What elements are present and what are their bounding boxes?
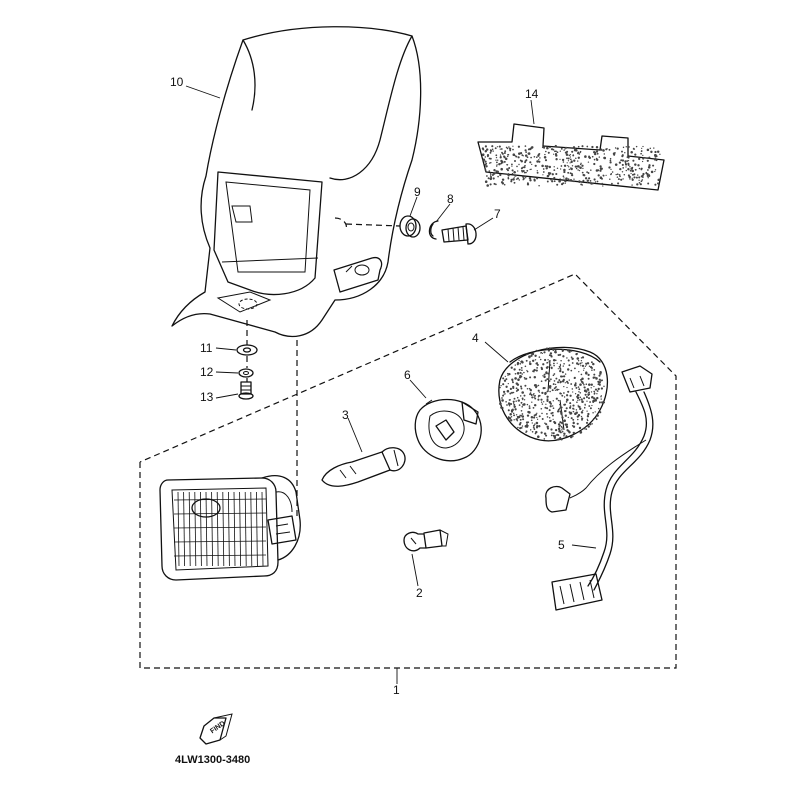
callout-13: 13 [200, 390, 214, 404]
callout-14: 14 [525, 87, 539, 101]
diagram-code: 4LW1300-3480 [175, 754, 250, 766]
part-8-washer [428, 220, 439, 240]
part-7-screw [441, 223, 477, 245]
part-3-bulb [321, 447, 406, 487]
part-4-reflector-housing [498, 346, 609, 442]
callout-12: 12 [200, 365, 214, 379]
part-14-foam-strip [477, 123, 665, 191]
part-11-washer [236, 344, 258, 356]
callout-5: 5 [558, 538, 565, 552]
callout-11: 11 [200, 341, 213, 355]
headlight-unit [159, 475, 301, 581]
leader-lines [185, 85, 597, 587]
part-10-headlight-cowl [171, 26, 422, 338]
part-5-wiring-harness [545, 365, 654, 611]
callout-7: 7 [494, 207, 501, 221]
callout-8: 8 [447, 192, 454, 206]
callout-3: 3 [342, 408, 349, 422]
callout-2: 2 [416, 586, 423, 600]
callout-6: 6 [404, 368, 411, 382]
part-2-small-bulb [403, 529, 449, 552]
callout-1: 1 [393, 683, 400, 697]
part-6-bulb-holder [414, 398, 482, 462]
callout-10: 10 [170, 75, 184, 89]
callout-4: 4 [472, 331, 479, 345]
part-13-bolt [238, 381, 254, 400]
assembly-boundary [139, 273, 677, 669]
part-9-grommet [399, 215, 421, 238]
callout-9: 9 [414, 185, 421, 199]
part-12-nut [238, 368, 254, 378]
find-arrow-icon: FIND [199, 713, 233, 745]
find-badge-text: FIND [209, 720, 226, 735]
